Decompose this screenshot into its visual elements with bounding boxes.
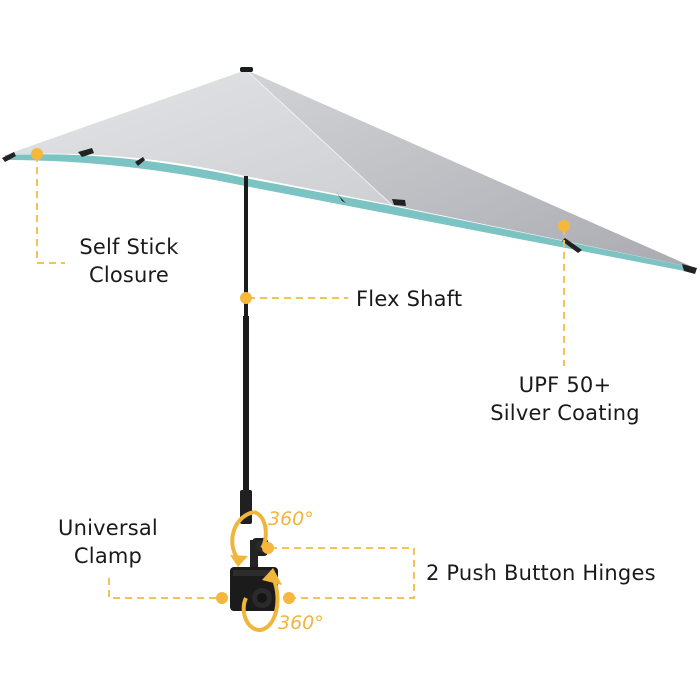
dot-self-stick xyxy=(31,148,43,160)
rotation-arrow-top-head xyxy=(230,555,248,567)
canopy-right-panel xyxy=(246,70,695,268)
rotation-label-top: 360° xyxy=(268,508,314,530)
rotation-arrow-bottom-head xyxy=(262,568,282,585)
callout-push-button-hinges: 2 Push Button Hinges xyxy=(426,561,656,585)
shaft-lower xyxy=(243,316,249,492)
callout-universal-clamp: Universal Clamp xyxy=(58,516,158,568)
callout-upf-coating: UPF 50+ Silver Coating xyxy=(490,373,640,425)
dot-flex-shaft xyxy=(240,292,252,304)
callout-self-stick-closure: Self Stick Closure xyxy=(79,235,179,287)
dot-hinge-top xyxy=(262,542,274,554)
callout-flex-shaft: Flex Shaft xyxy=(356,287,463,311)
canopy-left-panel xyxy=(5,70,392,205)
rotation-arrow-bottom xyxy=(241,579,280,633)
dot-clamp xyxy=(216,592,228,604)
leader-clamp xyxy=(108,578,220,599)
shaft-upper xyxy=(244,176,248,316)
dot-upf xyxy=(558,220,570,232)
canopy-apex-cap xyxy=(240,67,253,72)
rotation-label-bottom: 360° xyxy=(278,612,324,634)
leader-self-stick xyxy=(36,155,65,264)
rib-clips xyxy=(2,148,697,274)
leader-hinges xyxy=(270,547,415,599)
dot-hinge-bottom xyxy=(283,592,295,604)
